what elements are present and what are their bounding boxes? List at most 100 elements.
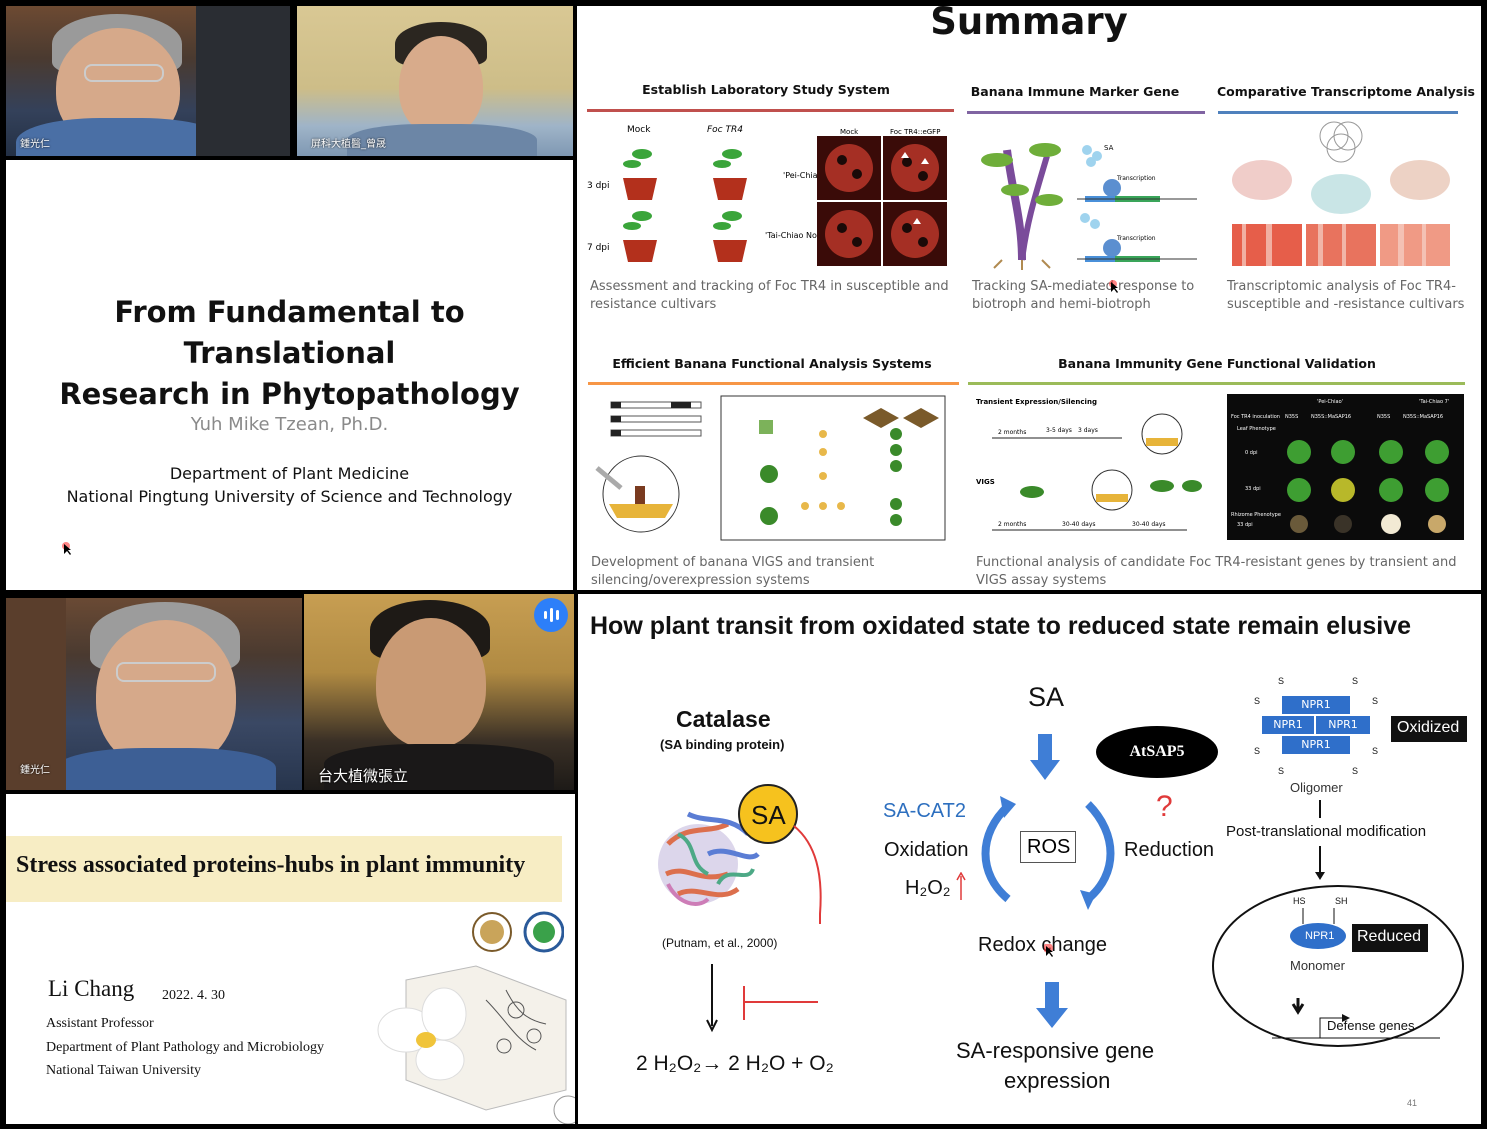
npr1-subunit: NPR1	[1282, 736, 1350, 754]
section-rule	[587, 109, 954, 112]
section-title-functional-validation: Banana Immunity Gene Functional Validati…	[1058, 356, 1376, 371]
shared-slide-redox: How plant transit from oxidated state to…	[578, 594, 1481, 1124]
catalase-protein-structure	[658, 784, 822, 924]
section-rule	[588, 382, 959, 385]
orchid-book-illustration	[377, 965, 575, 1124]
lab-system-figure: Mock Foc TR4 3 dpi 7 dpi 'Pei-Chiao' 'Ta…	[587, 125, 947, 266]
video-tile-participant-1[interactable]: 鍾光仁	[6, 6, 290, 156]
svg-text:3 dpi: 3 dpi	[587, 181, 610, 191]
functional-systems-figure	[595, 395, 946, 541]
caption-line: Tracking SA-mediated response to	[972, 279, 1195, 294]
up-arrow-icon	[956, 872, 966, 900]
ros-box: ROS	[1020, 831, 1076, 863]
npr1-subunit: NPR1	[1262, 716, 1314, 734]
caption-line: resistance cultivars	[590, 297, 717, 312]
slide-affiliation: Department of Plant Medicine National Pi…	[6, 462, 573, 508]
mouse-pointer-icon	[1044, 944, 1053, 957]
slide-title: Stress associated proteins-hubs in plant…	[16, 852, 526, 878]
caption-immune-marker: Tracking SA-mediated response to biotrop…	[972, 278, 1194, 314]
caption-line: biotroph and hemi-biotroph	[972, 297, 1151, 312]
section-rule	[967, 111, 1205, 114]
svg-text:2 months: 2 months	[998, 521, 1026, 528]
atsap5-label: AtSAP5	[1129, 743, 1185, 760]
question-mark: ?	[1156, 790, 1173, 823]
participant-shirt	[324, 744, 554, 790]
slide-title: How plant transit from oxidated state to…	[590, 612, 1412, 640]
h2o2-label: H₂O₂	[905, 877, 951, 899]
caption-line: Assessment and tracking of Foc TR4 in su…	[590, 279, 949, 294]
oxidized-badge: Oxidized	[1391, 716, 1467, 742]
svg-text:N35S::MaSAP16: N35S::MaSAP16	[1403, 414, 1443, 420]
svg-text:'Pei-Chiao': 'Pei-Chiao'	[783, 171, 825, 180]
participant-shirt	[16, 118, 226, 156]
svg-text:33 dpi: 33 dpi	[1237, 522, 1253, 528]
participant-face	[399, 36, 483, 136]
oligomer-label: Oligomer	[1290, 780, 1343, 795]
participant-name-label: 台大植微張立	[318, 767, 409, 785]
reduction-label: Reduction	[1124, 839, 1215, 861]
presenter-university: National Taiwan University	[46, 1063, 202, 1078]
video-tile-participant-4[interactable]: 台大植微張立	[304, 594, 574, 790]
svg-text:2 months: 2 months	[998, 429, 1026, 436]
svg-text:N35S: N35S	[1377, 414, 1390, 420]
disulfide-s: S	[1372, 746, 1379, 756]
down-arrow-icon	[1036, 982, 1068, 1028]
disulfide-s: S	[1372, 696, 1379, 706]
shared-slide-summary: Summary Establish Laboratory Study Syste…	[577, 6, 1481, 590]
immune-marker-figure: SA Transcription Transcription	[981, 143, 1197, 270]
caption-functional-validation: Functional analysis of candidate Foc TR4…	[976, 554, 1456, 590]
caption-functional-systems: Development of banana VIGS and transient…	[591, 554, 874, 590]
chair-back	[196, 6, 290, 156]
npr1-monomer-label: NPR1	[1305, 930, 1335, 942]
redox-change-label: Redox change	[978, 934, 1107, 956]
video-tile-participant-2[interactable]: 屏科大植醫_曾晟	[297, 6, 573, 156]
citation-label: (Putnam, et al., 2000)	[662, 936, 778, 950]
department-label: Department of Plant Medicine	[169, 464, 410, 483]
background-shelf	[6, 598, 66, 790]
catalase-pathway-arrows	[706, 964, 818, 1033]
shared-slide-stress-proteins: Stress associated proteins-hubs in plant…	[6, 794, 575, 1124]
npr1-subunit: NPR1	[1316, 716, 1370, 734]
oxidation-label: Oxidation	[884, 839, 969, 861]
section-title-transcriptome: Comparative Transcriptome Analysis	[1217, 84, 1475, 99]
catalase-sublabel: (SA binding protein)	[660, 737, 785, 752]
validation-timeline-figure: Transient Expression/Silencing 2 months …	[976, 398, 1202, 531]
down-arrow-icon	[1030, 734, 1060, 780]
title-banner: Stress associated proteins-hubs in plant…	[6, 836, 562, 902]
section-rule	[1218, 111, 1458, 114]
presenter-name: Li Chang	[48, 976, 135, 1001]
participant-face	[96, 620, 236, 770]
svg-text:7 dpi: 7 dpi	[587, 243, 610, 253]
svg-text:0 dpi: 0 dpi	[1245, 450, 1258, 456]
disulfide-s: S	[1352, 766, 1359, 776]
hs-label: HS	[1293, 896, 1306, 906]
ros-label: ROS	[1027, 836, 1071, 858]
svg-text:VIGS: VIGS	[976, 478, 995, 486]
slide-page-number: 41	[1407, 1098, 1418, 1108]
defense-genes-label: Defense genes	[1327, 1018, 1415, 1033]
svg-text:Rhizome Phenotype: Rhizome Phenotype	[1231, 512, 1281, 518]
participant-shirt	[56, 748, 276, 790]
section-title-immune-marker: Banana Immune Marker Gene	[970, 84, 1180, 99]
svg-text:SA: SA	[1104, 144, 1114, 152]
npr1-oligomer: NPR1 NPR1 NPR1 NPR1	[1262, 696, 1370, 754]
participant-face	[376, 618, 486, 748]
svg-text:Leaf Phenotype: Leaf Phenotype	[1237, 426, 1276, 432]
svg-text:'Tai-Chiao 7': 'Tai-Chiao 7'	[1419, 399, 1449, 405]
mouse-pointer-icon	[1109, 280, 1118, 293]
disulfide-s: S	[1278, 766, 1285, 776]
svg-text:3-5 days: 3-5 days	[1046, 427, 1072, 434]
video-tile-participant-3[interactable]: 鍾光仁	[6, 598, 302, 790]
svg-text:30-40 days: 30-40 days	[1062, 521, 1096, 528]
sh-label: SH	[1335, 896, 1348, 906]
caption-line: Development of banana VIGS and transient	[591, 555, 875, 570]
caption-line: Functional analysis of candidate Foc TR4…	[976, 555, 1457, 570]
caption-lab-system: Assessment and tracking of Foc TR4 in su…	[590, 278, 949, 314]
disulfide-s: S	[1254, 746, 1261, 756]
transcriptome-figure	[1232, 121, 1450, 266]
svg-text:33 dpi: 33 dpi	[1245, 486, 1261, 492]
sa-responsive-line-1: SA-responsive gene	[956, 1038, 1155, 1063]
sa-top-label: SA	[1028, 682, 1065, 712]
presenter-position: Assistant Professor	[46, 1016, 154, 1031]
participant-name-label: 鍾光仁	[20, 139, 50, 150]
